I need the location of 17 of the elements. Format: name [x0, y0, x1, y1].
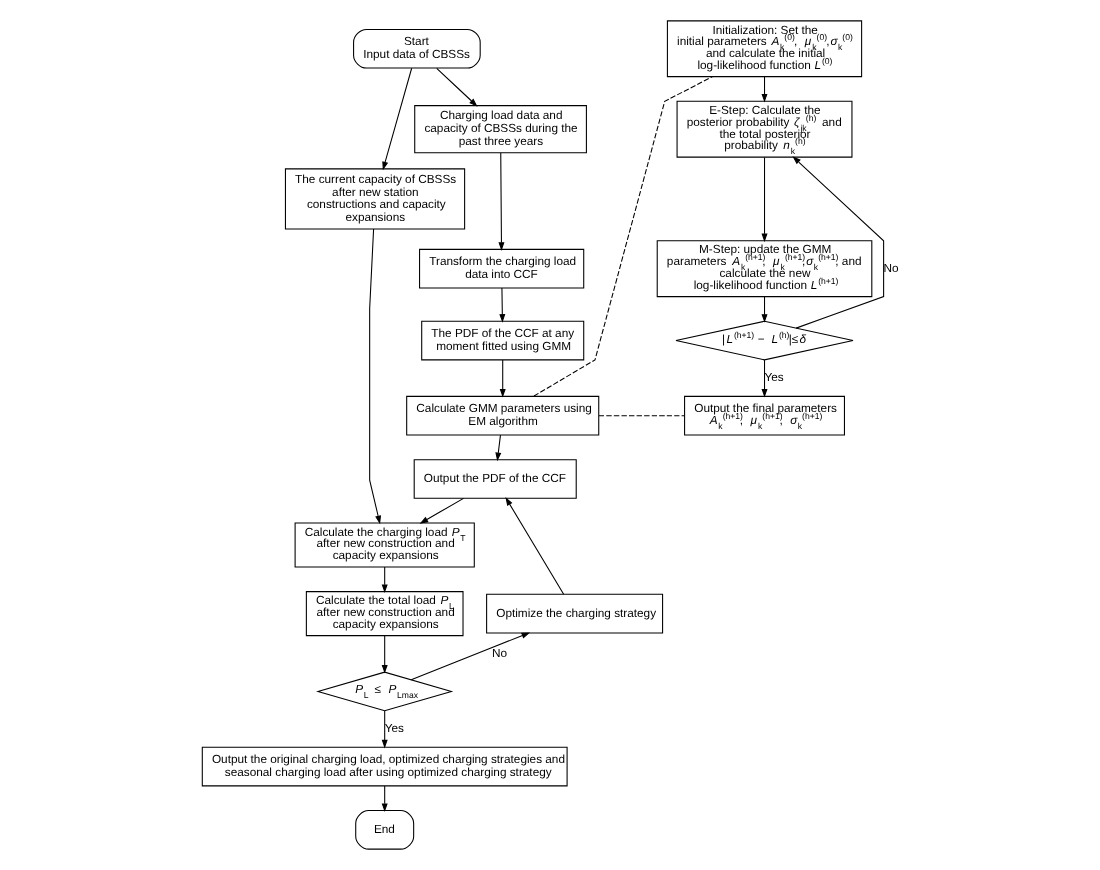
- connector: [597, 415, 684, 417]
- arrow: [381, 67, 412, 171]
- arrow: [497, 152, 504, 251]
- arrow: [494, 434, 501, 462]
- arrow: [791, 156, 884, 329]
- arrow: [368, 228, 381, 525]
- arrow: [380, 710, 387, 749]
- arrow: [435, 67, 477, 107]
- arrow: [418, 497, 464, 524]
- connector: [532, 76, 712, 397]
- arrow: [498, 287, 505, 323]
- arrow: [760, 156, 767, 243]
- arrow: [498, 359, 505, 398]
- arrow: [380, 635, 387, 674]
- arrow: [504, 497, 564, 595]
- arrow: [409, 632, 530, 681]
- arrow: [760, 359, 767, 398]
